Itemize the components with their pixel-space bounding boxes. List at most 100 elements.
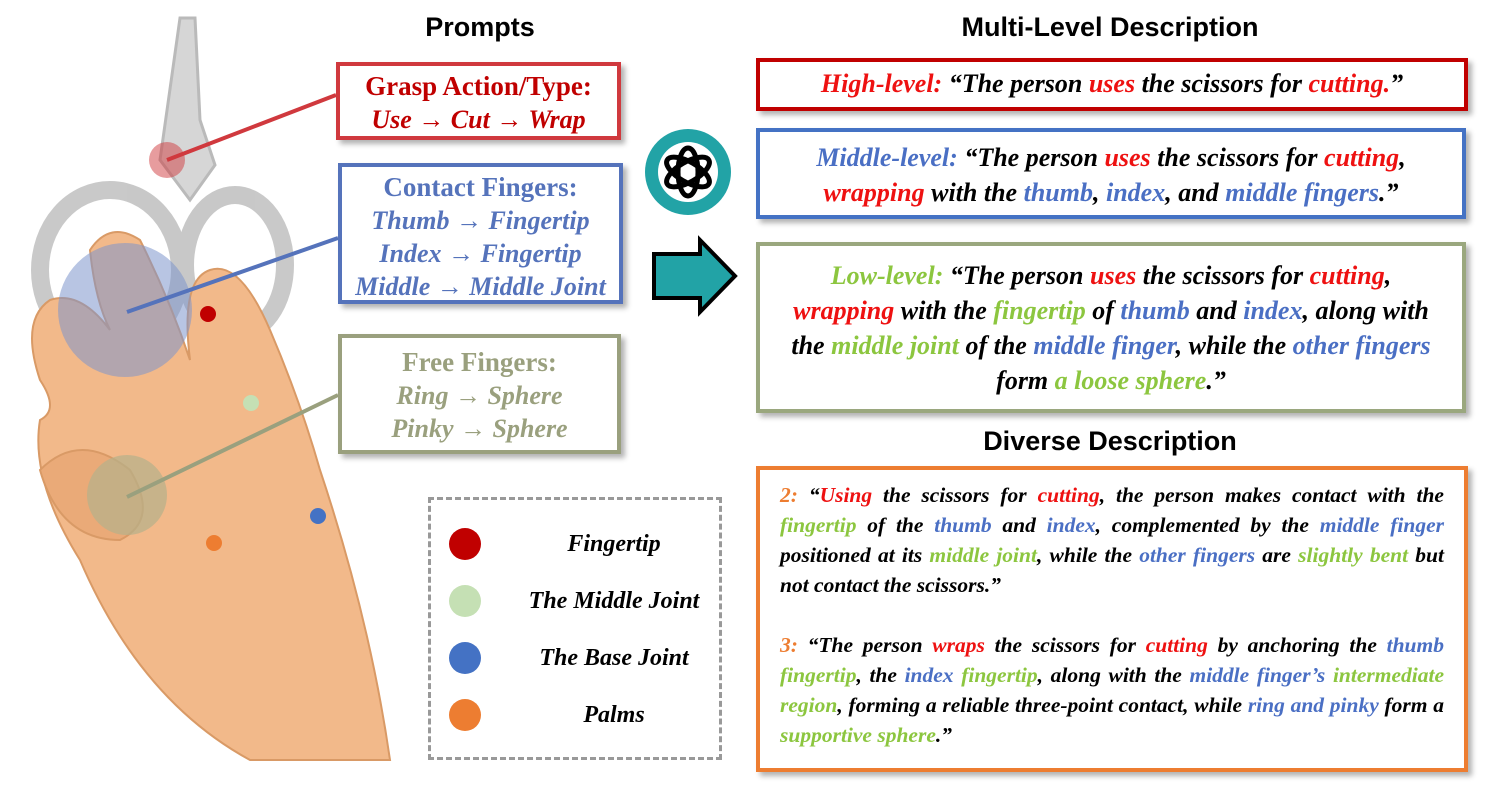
base-joint-dot (310, 508, 326, 524)
text-segment: slightly bent (1298, 543, 1409, 567)
text-segment: form a (1378, 693, 1445, 717)
fingertip-dot (200, 306, 216, 322)
middle-joint-dot (243, 395, 259, 411)
right-arrow-icon (652, 235, 738, 317)
text-segment: of the (958, 331, 1034, 360)
text-segment: Using (819, 483, 873, 507)
free-prompt-title: Free Fingers: (402, 347, 557, 377)
text-segment: middle fingers (1225, 178, 1380, 207)
text-segment: other fingers (1139, 543, 1256, 567)
text-segment: , and (1165, 178, 1226, 207)
text-segment: , the (856, 663, 905, 687)
text-segment: , (1092, 178, 1106, 207)
text-segment: wrapping (793, 296, 895, 325)
text-segment: uses (1104, 143, 1151, 172)
legend-dot-icon (449, 699, 481, 731)
openai-logo-icon (645, 129, 731, 215)
text-segment: middle finger (1033, 331, 1176, 360)
multi-level-title: Multi-Level Description (961, 12, 1259, 42)
legend-label: The Middle Joint (528, 587, 700, 614)
text-segment: fingertip (993, 296, 1086, 325)
text-segment: cutting (1037, 483, 1100, 507)
contact-prompt-line: Middle → Middle Joint (355, 272, 606, 301)
text-segment: ring and pinky (1247, 693, 1379, 717)
text-segment: , (1399, 143, 1406, 172)
text-segment: “The person (949, 261, 1090, 290)
legend-item: The Middle Joint (449, 585, 699, 617)
text-segment: “ (808, 483, 820, 507)
contact-highlight (58, 243, 192, 377)
text-segment: supportive sphere (780, 723, 936, 747)
palm-dot (206, 535, 222, 551)
text-segment: a loose sphere (1054, 366, 1207, 395)
text-segment: .” (1379, 178, 1399, 207)
legend-dot-icon (449, 642, 481, 674)
text-segment: cutting (1324, 143, 1400, 172)
text-segment: index (1105, 178, 1166, 207)
text-segment: by anchoring the (1207, 633, 1387, 657)
diverse-description-box: 2: “Using the scissors for cutting, the … (756, 466, 1468, 772)
text-segment: , forming a reliable three-point contact… (837, 693, 1248, 717)
text-segment: cutting (1145, 633, 1208, 657)
text-segment: , the person makes contact with the (1099, 483, 1444, 507)
text-segment: uses (1089, 261, 1137, 290)
text-segment: with the (924, 178, 1024, 207)
text-segment: middle finger’s (1189, 663, 1326, 687)
text-segment: the scissors for (872, 483, 1038, 507)
text-segment: ” (1390, 69, 1404, 98)
free-prompt-line: Pinky → Sphere (391, 414, 568, 443)
text-segment: fingertip (961, 663, 1038, 687)
low-level-box: Low-level: “The person uses the scissors… (756, 242, 1466, 413)
text-segment: positioned at its (780, 543, 930, 567)
legend-label: Fingertip (567, 530, 661, 557)
text-segment: Low-level: (830, 261, 950, 290)
text-segment: .” (1206, 366, 1226, 395)
diverse-description-item: 2: “Using the scissors for cutting, the … (780, 480, 1444, 600)
text-segment: with the (894, 296, 994, 325)
text-segment: High-level: (820, 69, 949, 98)
text-segment: index (904, 663, 954, 687)
high-level-box: High-level: “The person uses the scissor… (756, 58, 1468, 111)
legend-dot-icon (449, 585, 481, 617)
grasp-prompt-box: Grasp Action/Type:Use → Cut → Wrap (336, 62, 621, 140)
text-segment: thumb (1023, 178, 1093, 207)
text-segment: middle finger (1319, 513, 1444, 537)
text-segment: .” (935, 723, 952, 747)
text-segment (1325, 663, 1333, 687)
text-segment: uses (1088, 69, 1136, 98)
contact-prompt-line: Thumb → Fingertip (371, 206, 590, 235)
text-segment: the scissors for (1150, 143, 1325, 172)
grasp-connector (166, 93, 337, 162)
text-segment: the scissors for (1135, 69, 1309, 98)
text-segment: cutting. (1308, 69, 1391, 98)
text-segment: , (1384, 261, 1392, 290)
legend-dot-icon (449, 528, 481, 560)
contact-prompt-line: Index → Fingertip (379, 239, 582, 268)
grasp-prompt-line: Use → Cut → Wrap (371, 105, 586, 134)
contact-prompt-title: Contact Fingers: (383, 172, 578, 202)
text-segment: , while the (1036, 543, 1140, 567)
text-segment: other fingers (1292, 331, 1431, 360)
text-segment: “The person (948, 69, 1089, 98)
text-segment: wrapping (823, 178, 925, 207)
text-segment: form (996, 366, 1055, 395)
text-segment: are (1255, 543, 1299, 567)
text-segment: 2: (780, 483, 809, 507)
diverse-description-item: 3: “The person wraps the scissors for cu… (780, 630, 1444, 750)
text-segment: middle joint (929, 543, 1037, 567)
text-segment: middle joint (831, 331, 959, 360)
legend-label: Palms (583, 701, 645, 728)
text-segment: thumb (934, 513, 992, 537)
text-segment: thumb (1120, 296, 1190, 325)
text-segment: intermediate region (780, 663, 1445, 717)
text-segment: “The person (807, 633, 933, 657)
contact-connector (126, 236, 339, 314)
text-segment: , complemented by the (1095, 513, 1320, 537)
text-segment: and (991, 513, 1047, 537)
middle-level-box: Middle-level: “The person uses the sciss… (756, 128, 1466, 219)
